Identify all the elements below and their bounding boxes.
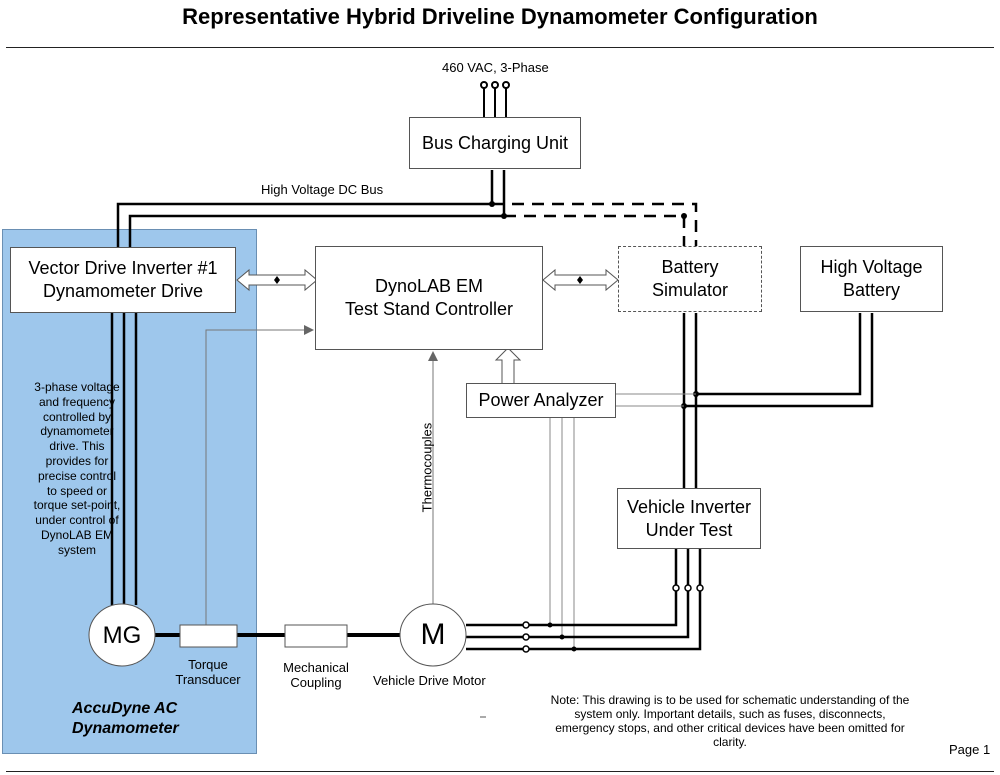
dyno-description: 3-phase voltage and frequency controlled… xyxy=(33,380,121,557)
hv-battery-leads xyxy=(684,313,874,408)
analyzer-sense-lines xyxy=(549,393,696,649)
hv-dc-bus-label: High Voltage DC Bus xyxy=(261,182,384,197)
bus-charging-unit-label: Bus Charging Unit xyxy=(421,132,569,153)
vehicle-inverter-under-test: Vehicle Inverter Under Test xyxy=(617,488,761,549)
bottom-rule xyxy=(6,771,994,772)
hv-battery-line2: Battery xyxy=(842,280,900,300)
m-machine xyxy=(399,603,467,667)
battery-simulator: Battery Simulator xyxy=(618,246,762,312)
dynamometer-name: AccuDyne AC Dynamometer xyxy=(72,700,179,737)
vehicle-drive-motor-label: Vehicle Drive Motor xyxy=(373,673,486,688)
hv-dc-bus-dashed xyxy=(492,202,698,247)
battery-sim-to-inverter xyxy=(682,313,698,488)
power-analyzer: Power Analyzer xyxy=(466,383,616,418)
power-analyzer-label: Power Analyzer xyxy=(478,390,604,410)
page-title: Representative Hybrid Driveline Dynamome… xyxy=(182,4,818,29)
vector-drive-line2: Dynamometer Drive xyxy=(42,281,204,301)
torque-transducer xyxy=(179,624,238,648)
thermocouples-label: Thermocouples xyxy=(419,422,435,513)
dyno-motor-leads xyxy=(110,313,138,605)
analyzer-to-controller-arrow xyxy=(494,347,522,385)
test-stand-controller: DynoLAB EM Test Stand Controller xyxy=(315,246,543,350)
comm-link-controller-batterysim xyxy=(542,268,619,292)
controller-line1: DynoLAB EM xyxy=(374,276,484,296)
dynamometer-region xyxy=(2,229,257,754)
supply-label: 460 VAC, 3-Phase xyxy=(442,60,549,75)
vehicle-inverter-line2: Under Test xyxy=(645,519,733,540)
mechanical-coupling-label: Mechanical Coupling xyxy=(283,660,349,690)
m-label: M xyxy=(420,618,446,651)
vector-drive-line1: Vector Drive Inverter #1 xyxy=(28,258,218,278)
supply-terminals xyxy=(480,81,510,118)
inverter-to-motor-leads xyxy=(466,548,702,651)
vector-drive-inverter: Vector Drive Inverter #1 Dynamometer Dri… xyxy=(10,247,236,313)
bus-charging-unit: Bus Charging Unit xyxy=(409,117,581,169)
mechanical-coupling xyxy=(284,624,348,648)
hv-dc-bus-lines xyxy=(116,170,506,247)
mg-label: MG xyxy=(102,622,142,649)
mg-machine xyxy=(88,603,156,667)
torque-transducer-label: Torque Transducer xyxy=(175,657,241,687)
vehicle-inverter-line1: Vehicle Inverter xyxy=(626,496,752,517)
page-number: Page 1 xyxy=(949,742,991,757)
torque-signal-line xyxy=(205,325,314,625)
battery-sim-line2: Simulator xyxy=(651,280,729,300)
high-voltage-battery: High Voltage Battery xyxy=(800,246,943,312)
battery-sim-line1: Battery xyxy=(661,257,719,277)
top-rule xyxy=(6,47,994,48)
inverter-output-terminals xyxy=(522,584,704,653)
comm-link-vector-controller xyxy=(236,268,318,292)
controller-line2: Test Stand Controller xyxy=(344,299,514,319)
schematic-note: Note: This drawing is to be used for sch… xyxy=(550,693,910,749)
hv-battery-line1: High Voltage xyxy=(820,257,923,277)
